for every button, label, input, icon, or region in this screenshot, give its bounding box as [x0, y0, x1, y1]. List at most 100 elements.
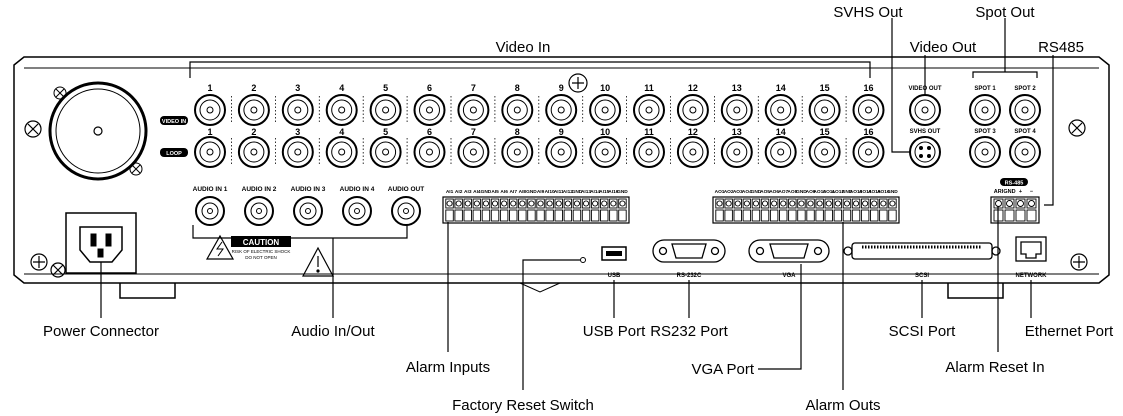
screw-icons — [24, 73, 1088, 278]
rs485-terminal — [1004, 198, 1015, 222]
alarm-input-terminal — [463, 198, 472, 222]
audio-rca-connector — [293, 196, 323, 226]
loop-bnc-connector — [589, 136, 622, 168]
alarm-input-terminal — [518, 198, 527, 222]
ethernet-port-callout: Ethernet Port — [1025, 323, 1114, 340]
loop-tag-label: LOOP — [166, 151, 182, 157]
video-bnc-connectors: 1122334455667788991010111112121313141415… — [194, 83, 885, 168]
alarm-input-terminal — [563, 198, 573, 222]
electric-hazard-icon — [205, 234, 235, 260]
alarm-input-terminal — [527, 198, 536, 222]
svhs-out-label: SVHS OUT — [910, 129, 941, 135]
alarm-input-terminal-label: AI15 — [599, 189, 609, 195]
loop-bnc-connector — [237, 136, 270, 168]
alarm-input-terminal — [454, 198, 463, 222]
scsi-port-callout: SCSI Port — [889, 323, 957, 340]
video-in-bnc-connector — [281, 94, 314, 126]
audio-connector-label: AUDIO OUT — [388, 186, 425, 193]
alarm-input-terminal-label: AI9 — [537, 189, 545, 195]
alarm-output-terminal — [724, 198, 733, 222]
audio-rca-connector — [342, 196, 372, 226]
caution-title: CAUTION — [243, 238, 280, 247]
caution-warning: CAUTION RISK OF ELECTRIC SHOCK DO NOT OP… — [205, 234, 335, 277]
alarm-output-terminal-label: AO14 — [859, 189, 872, 195]
alarm-output-terminal-label: GND — [796, 189, 807, 195]
alarm-output-terminal — [870, 198, 879, 222]
alarm-input-terminal-label: GND — [572, 189, 583, 195]
alarm-input-terminal-label: AI13 — [581, 189, 591, 195]
alarm-input-terminal-label: AI12 — [563, 189, 573, 195]
video-in-channel-number: 3 — [295, 83, 300, 93]
loop-bnc-connector — [325, 136, 358, 168]
alarm-output-terminal — [742, 198, 752, 222]
ethernet-port: NETWORK — [1015, 236, 1048, 279]
alarm-output-terminal — [797, 198, 806, 222]
rs232-port-callout: RS232 Port — [650, 323, 728, 340]
alarm-input-terminal-label: AI16 — [608, 189, 618, 195]
caution-line-1: RISK OF ELECTRIC SHOCK — [232, 249, 291, 254]
factory-reset-switch-callout: Factory Reset Switch — [452, 397, 594, 414]
alarm-output-terminal-label: GND — [887, 189, 898, 195]
alarm-output-terminal-label: GND — [751, 189, 762, 195]
alarm-input-terminal — [499, 198, 509, 222]
loop-channel-number: 3 — [295, 127, 300, 137]
network-label: NETWORK — [1016, 273, 1048, 279]
alarm-input-terminal-label: AI8 — [519, 189, 527, 195]
alarm-output-terminal — [733, 198, 742, 222]
alarm-output-terminal-label: AO11 — [823, 189, 836, 195]
loop-bnc-connector — [194, 136, 226, 168]
leader-lines — [100, 18, 1054, 390]
video-in-bnc-connector — [545, 94, 578, 126]
alarm-output-terminal — [815, 198, 824, 222]
alarm-input-terminal-label: AI6 — [500, 189, 508, 195]
video-in-callout: Video In — [496, 39, 551, 56]
alarm-input-terminal-label: AI4 — [473, 189, 481, 195]
alarm-reset-in-callout: Alarm Reset In — [945, 359, 1044, 376]
alarm-input-terminal — [572, 198, 582, 222]
audio-rca-connector — [195, 196, 225, 226]
spot-1-label: SPOT 1 — [974, 86, 996, 92]
alarm-output-terminal — [769, 198, 779, 222]
audio-rca-connector — [391, 196, 421, 226]
alarm-input-terminal-label: AI10 — [545, 189, 555, 195]
vga-port-callout: VGA Port — [691, 361, 754, 378]
alarm-output-terminal-label: AO13 — [850, 189, 863, 195]
alarm-output-terminal — [751, 198, 761, 222]
video-in-channel-number: 14 — [776, 83, 786, 93]
caution-line-2: DO NOT OPEN — [245, 255, 276, 260]
alarm-input-terminal-label: AI1 — [446, 189, 454, 195]
audio-connector-label: AUDIO IN 4 — [340, 186, 375, 193]
video-in-channel-number: 6 — [427, 83, 432, 93]
alarm-output-terminal-label: GND — [842, 189, 853, 195]
power-connector-callout: Power Connector — [43, 323, 159, 340]
alarm-output-terminal-label: AO6 — [769, 189, 779, 195]
alarm-output-terminal — [860, 198, 870, 222]
loop-bnc-connector — [852, 136, 885, 168]
rs232-label: RS-232C — [677, 273, 702, 279]
warning-exclamation-icon — [301, 246, 335, 277]
video-in-channel-number: 9 — [559, 83, 564, 93]
scsi-port: SCSI — [843, 242, 1001, 279]
video-in-channel-number: 12 — [688, 83, 698, 93]
loop-bnc-connector — [281, 136, 314, 168]
alarm-output-terminal — [879, 198, 888, 222]
alarm-output-terminal — [888, 198, 897, 222]
alarm-input-terminal-label: GND — [617, 189, 628, 195]
screw-icon — [1068, 119, 1086, 137]
video-in-channel-number: 1 — [207, 83, 212, 93]
alarm-output-terminal — [833, 198, 843, 222]
alarm-output-terminal-label: AO2 — [724, 189, 734, 195]
video-in-bnc-connector — [194, 94, 226, 126]
alarm-input-terminal-label: AI14 — [590, 189, 600, 195]
screw-icon — [30, 253, 48, 271]
loop-bnc-connector — [413, 136, 446, 168]
loop-channel-number: 1 — [207, 127, 212, 137]
alarm-input-terminal — [618, 198, 627, 222]
loop-bnc-connector — [501, 136, 534, 168]
video-out-bnc-connector — [909, 94, 941, 126]
spot-4-label: SPOT 4 — [1014, 129, 1036, 135]
screw-icon — [53, 86, 67, 100]
usb-port: USB — [601, 246, 627, 279]
video-in-bnc-connector — [676, 94, 709, 126]
alarm-output-terminal-label: AO15 — [868, 189, 881, 195]
